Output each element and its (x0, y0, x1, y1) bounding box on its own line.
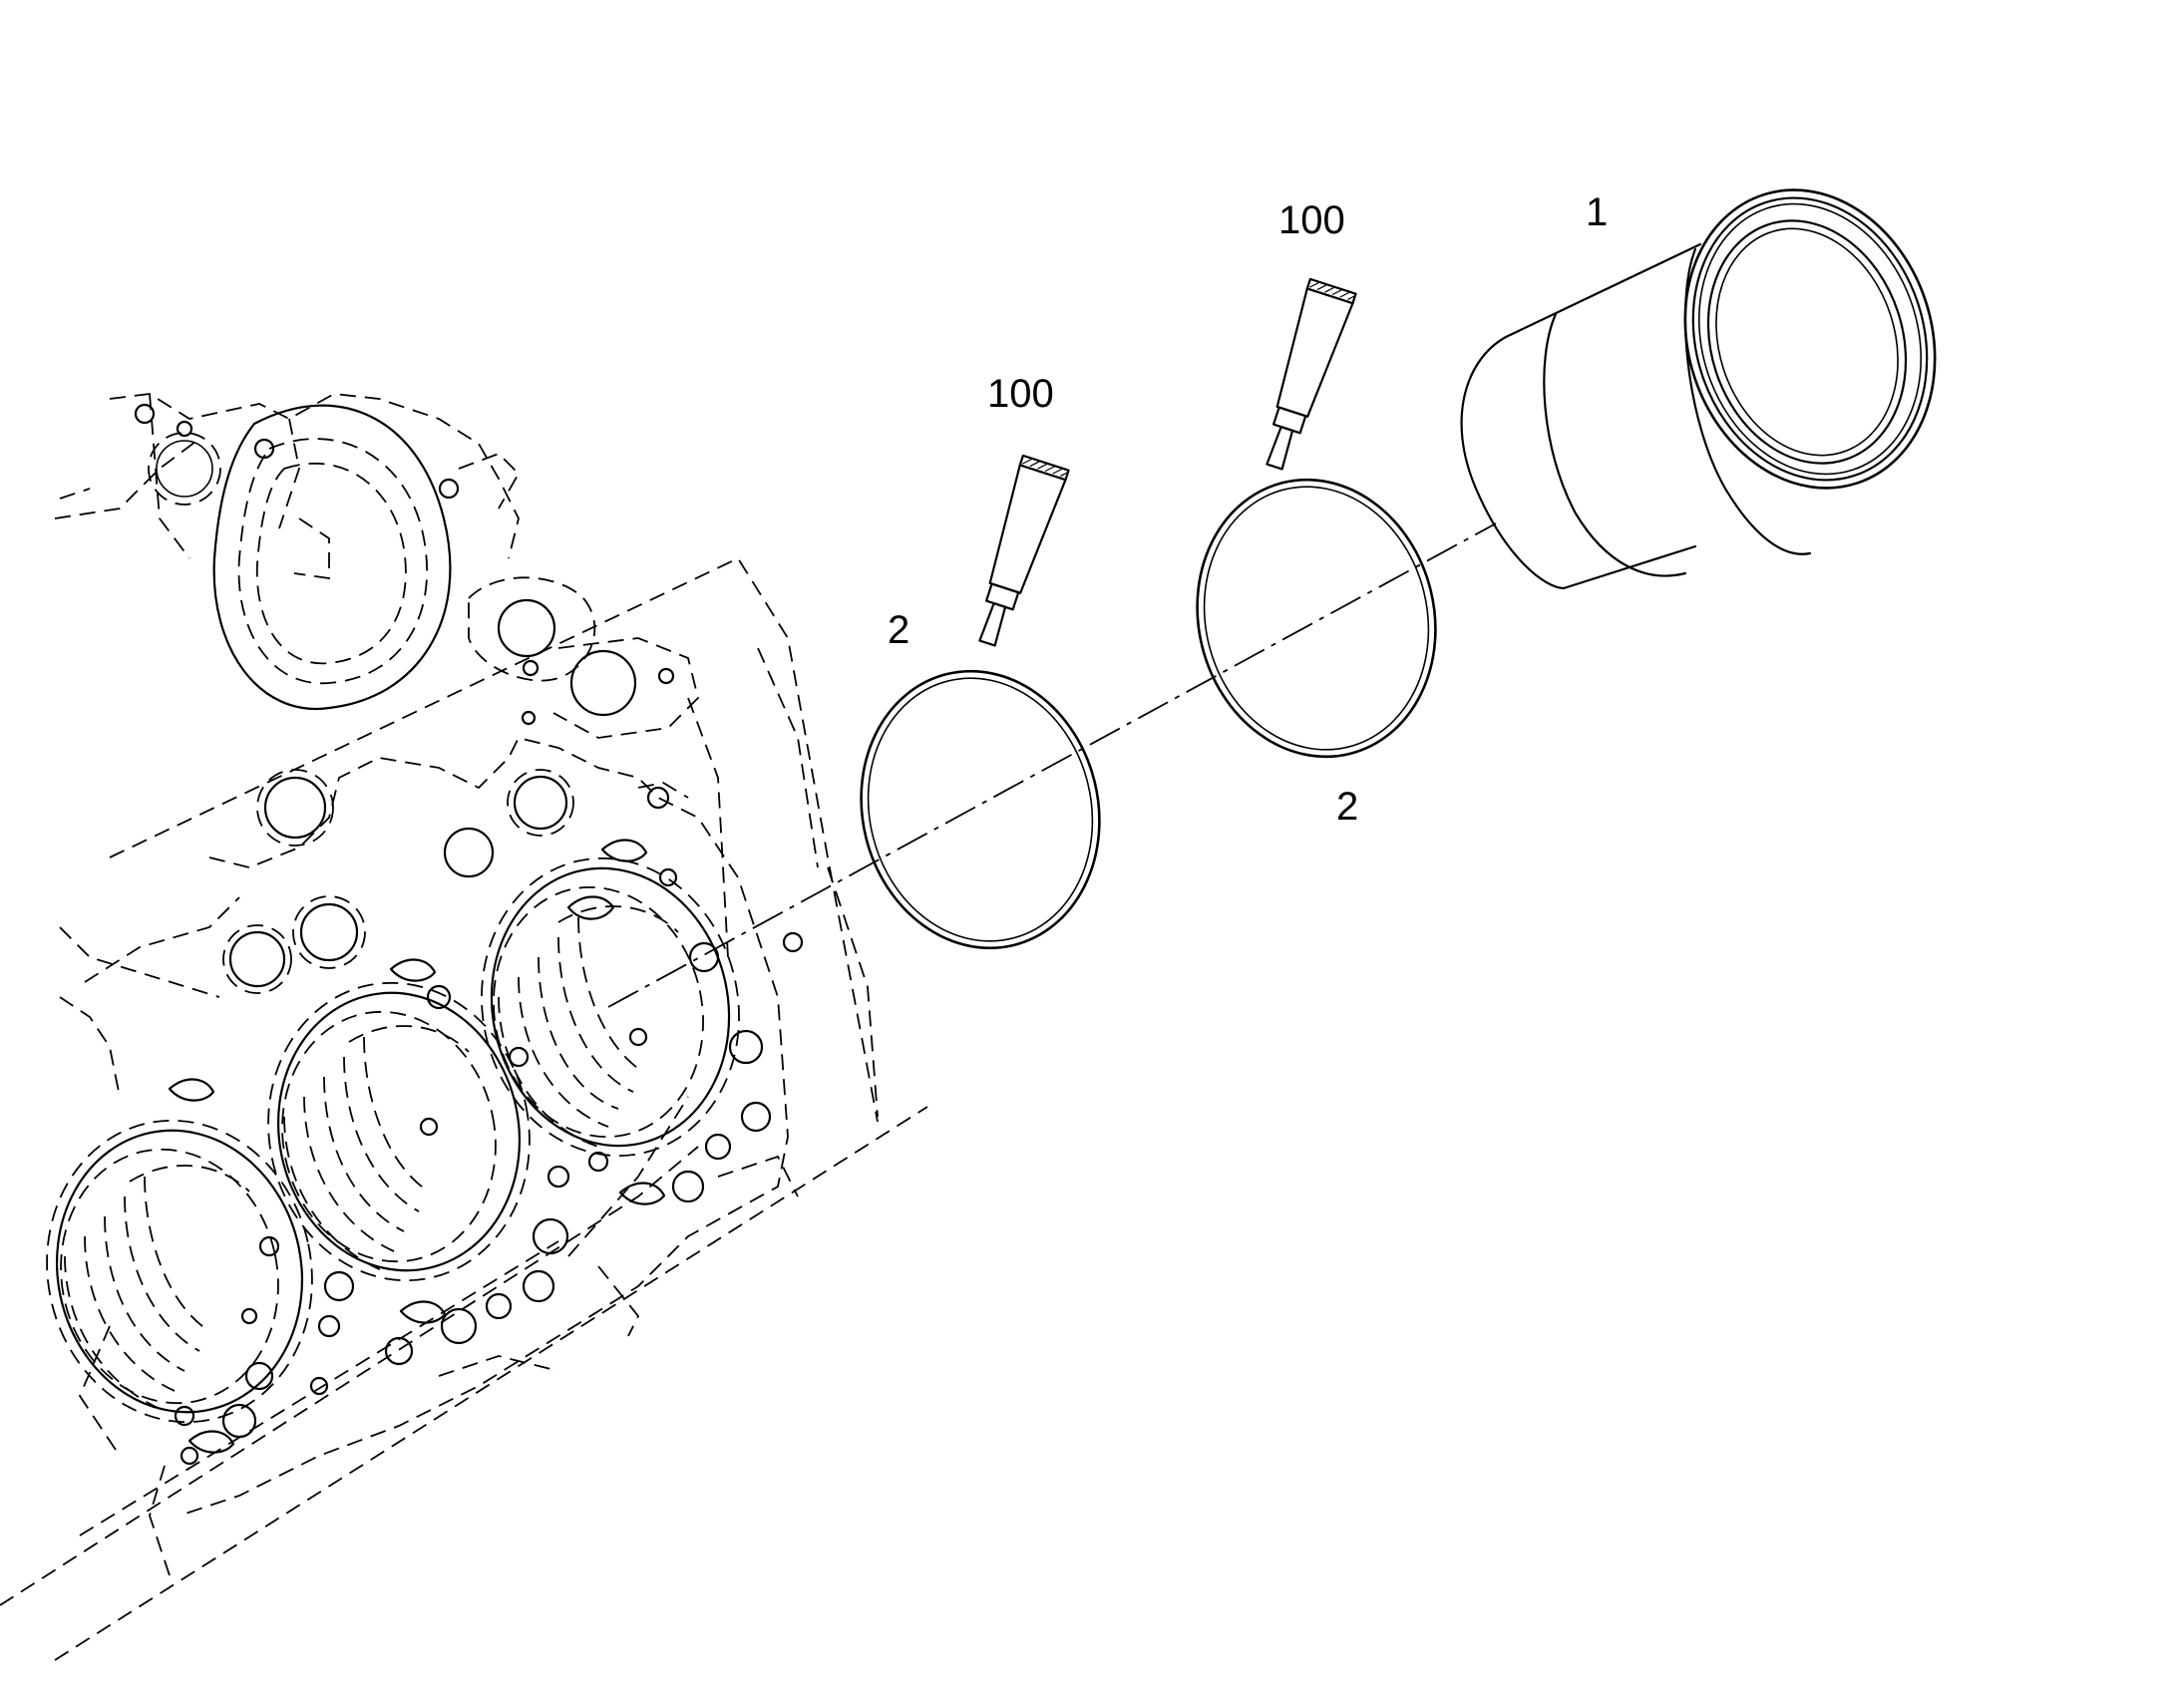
engine-block (0, 393, 928, 1661)
sealant-tube-front (978, 454, 1070, 647)
callout-liner: 1 (1586, 190, 1608, 234)
assembly-center-line (607, 522, 1497, 1008)
callout-labels: 1 100 100 2 2 (888, 190, 1608, 829)
seal-ring-front (860, 669, 1101, 950)
sealant-tube-rear (1266, 277, 1357, 471)
callout-sealant-rear: 100 (1278, 198, 1345, 242)
callout-seal-ring-rear: 2 (1336, 785, 1358, 829)
seal-ring-rear (1196, 478, 1437, 759)
cylinder-liner (1460, 188, 1937, 590)
callout-sealant-front: 100 (987, 372, 1054, 416)
callout-seal-ring-front: 2 (888, 608, 909, 652)
